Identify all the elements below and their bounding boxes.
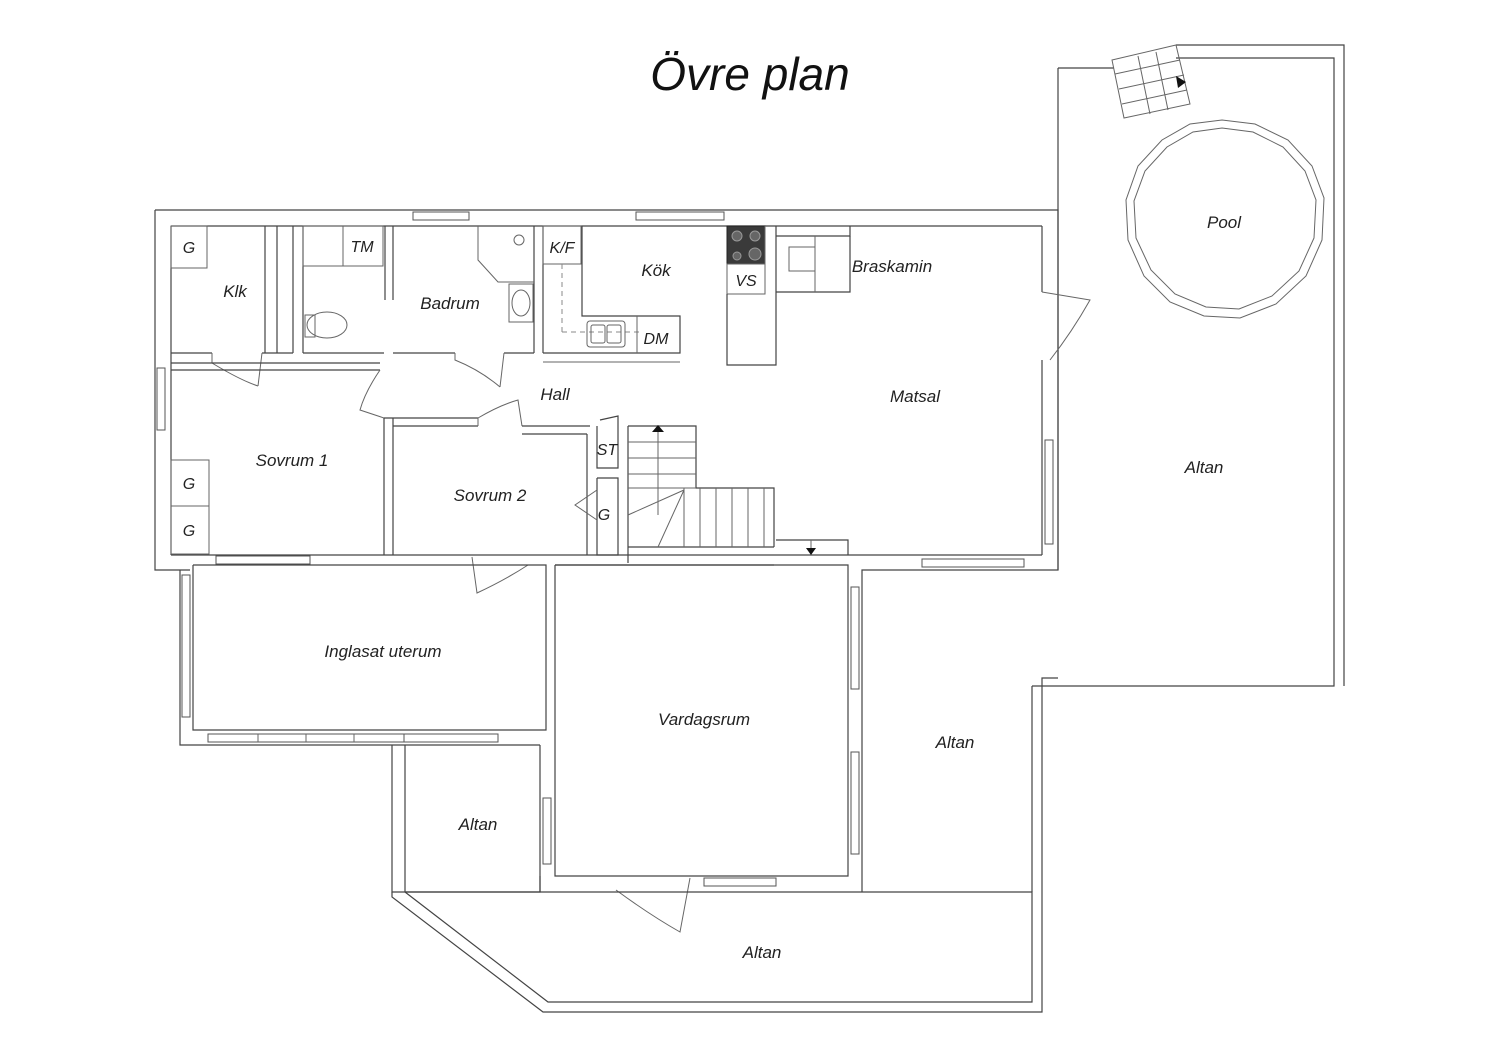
badrum-label: Badrum — [420, 294, 480, 313]
altan-right — [1057, 44, 1345, 687]
dm-label: DM — [644, 331, 670, 348]
vs-label: VS — [735, 273, 757, 290]
altan-bottom-label: Altan — [742, 943, 782, 962]
plan-title: Övre plan — [650, 48, 849, 100]
klk-g-label: G — [183, 240, 195, 257]
altan-bottom — [391, 677, 1058, 1013]
altan-mid — [861, 558, 1058, 892]
altan-left-label: Altan — [458, 815, 498, 834]
braskamin-label: Braskamin — [852, 257, 932, 276]
kok-label: Kök — [641, 261, 672, 280]
sovrum1-room — [156, 367, 210, 555]
vardagsrum-label: Vardagsrum — [658, 710, 750, 729]
inglasat-label: Inglasat uterum — [324, 642, 441, 661]
top-windows — [412, 211, 725, 221]
hall-area — [171, 362, 590, 555]
staircase — [627, 425, 849, 563]
hall-label: Hall — [540, 385, 571, 404]
matsal-door — [1041, 291, 1091, 361]
badrum-room — [302, 225, 535, 388]
sovrum2-door — [471, 556, 529, 594]
braskamin-fireplace — [776, 226, 851, 293]
kok-room — [542, 225, 777, 366]
sovrum1-g2-label: G — [183, 523, 195, 540]
sovrum1-g1-label: G — [183, 476, 195, 493]
vardagsrum-room — [542, 564, 860, 933]
klk-label: Klk — [223, 282, 248, 301]
tm-label: TM — [350, 239, 374, 256]
pool-label: Pool — [1207, 213, 1242, 232]
inglasat-uterum — [179, 555, 547, 746]
hall-closets — [574, 415, 619, 556]
hall-g-label: G — [598, 507, 610, 524]
st-label: ST — [597, 442, 619, 459]
matsal-window — [1044, 439, 1054, 545]
matsal-label: Matsal — [890, 387, 941, 406]
klk-room — [170, 225, 294, 387]
altan-right-label: Altan — [1184, 458, 1224, 477]
sovrum2-label: Sovrum 2 — [454, 486, 527, 505]
pool — [1125, 119, 1325, 319]
altan-mid-label: Altan — [935, 733, 975, 752]
sovrum1-label: Sovrum 1 — [256, 451, 329, 470]
kf-label: K/F — [550, 240, 576, 257]
